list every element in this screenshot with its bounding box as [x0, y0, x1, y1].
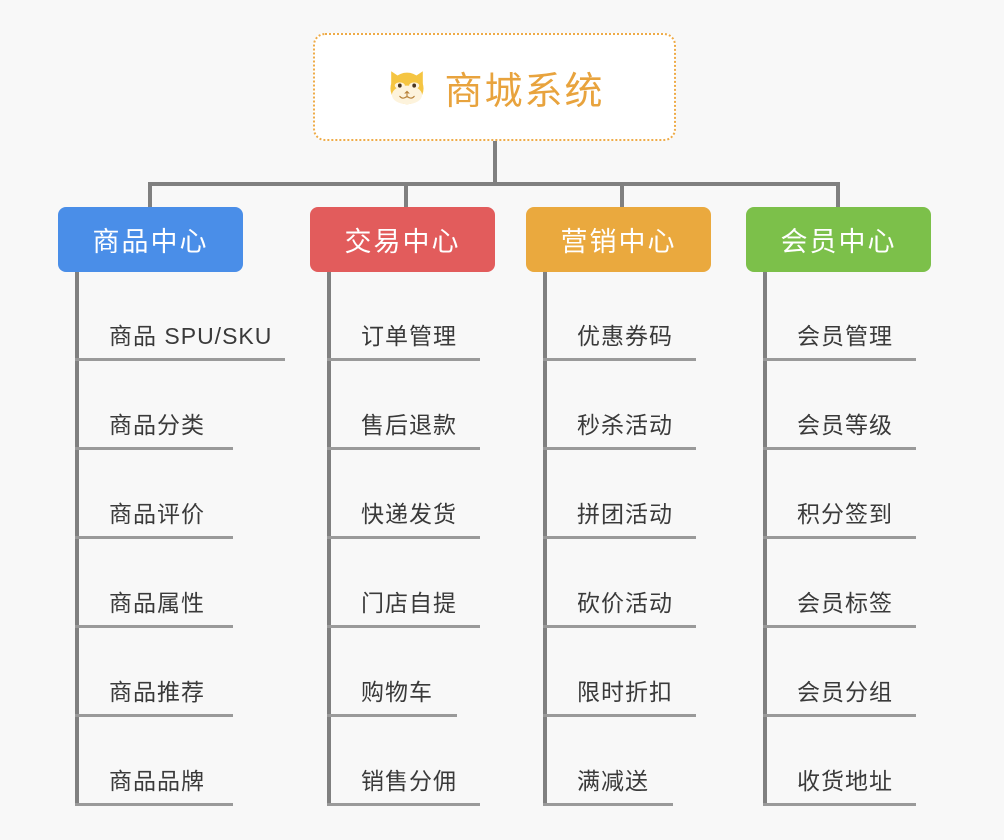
leaf-underline [543, 714, 696, 717]
leaf-underline [75, 536, 233, 539]
leaf-underline [763, 625, 916, 628]
leaf-label: 拼团活动 [577, 501, 673, 527]
branch-column-3: 营销中心 优惠券码 秒杀活动 拼团活动 砍价活动 限时折扣 [526, 207, 711, 806]
branch-trunk-3 [543, 272, 547, 806]
leaf-label: 销售分佣 [361, 768, 457, 794]
branch-column-2: 交易中心 订单管理 售后退款 快递发货 门店自提 购物车 [310, 207, 495, 806]
leaf-underline [75, 447, 233, 450]
leaf-label: 收货地址 [797, 768, 893, 794]
leaf-label: 砍价活动 [577, 590, 673, 616]
leaf-underline [543, 803, 673, 806]
leaf-label: 会员标签 [797, 590, 893, 616]
leaf-underline [75, 358, 285, 361]
leaf-label: 会员等级 [797, 412, 893, 438]
branch-header-1[interactable]: 商品中心 [58, 207, 243, 272]
leaf-label: 满减送 [577, 768, 649, 794]
branch-header-3[interactable]: 营销中心 [526, 207, 711, 272]
leaf-label: 商品 SPU/SKU [109, 323, 273, 349]
branch-header-2[interactable]: 交易中心 [310, 207, 495, 272]
leaf-underline [543, 358, 696, 361]
leaf-label: 会员管理 [797, 323, 893, 349]
leaf-underline [327, 803, 480, 806]
leaf-label: 订单管理 [361, 323, 457, 349]
root-title: 商城系统 [444, 70, 605, 113]
connector-drop-branch-4 [836, 182, 840, 209]
leaf-underline [75, 803, 233, 806]
leaf-label: 积分签到 [797, 501, 893, 527]
branch-header-4[interactable]: 会员中心 [746, 207, 931, 272]
leaf-underline [327, 625, 480, 628]
root-node[interactable]: 商城系统 [313, 33, 676, 141]
branch-header-label-3: 营销中心 [560, 227, 677, 257]
leaf-underline [327, 447, 480, 450]
leaf-label: 售后退款 [361, 412, 457, 438]
branch-header-label-2: 交易中心 [344, 227, 461, 257]
leaf-label: 门店自提 [361, 590, 457, 616]
branch-header-label-4: 会员中心 [780, 227, 897, 257]
leaf-underline [543, 447, 696, 450]
leaf-underline [327, 358, 480, 361]
connector-drop-branch-3 [620, 182, 624, 209]
shiba-dog-face-icon [384, 64, 430, 110]
connector-drop-branch-2 [404, 182, 408, 209]
branch-trunk-4 [763, 272, 767, 806]
leaf-underline [763, 714, 916, 717]
leaf-underline [543, 625, 696, 628]
connector-drop-branch-1 [148, 182, 152, 209]
leaf-underline [763, 447, 916, 450]
leaf-underline [75, 714, 233, 717]
leaf-underline [327, 714, 457, 717]
leaf-underline [763, 803, 916, 806]
branch-column-4: 会员中心 会员管理 会员等级 积分签到 会员标签 会员分组 [746, 207, 931, 806]
branch-column-1: 商品中心 商品 SPU/SKU 商品分类 商品评价 商品属性 商品推荐 [58, 207, 285, 806]
leaf-underline [75, 625, 233, 628]
leaf-label: 商品推荐 [109, 679, 205, 705]
connector-root-stem [493, 141, 497, 184]
leaf-label: 秒杀活动 [577, 412, 673, 438]
connector-horizontal-bar [148, 182, 840, 186]
leaf-underline [763, 358, 916, 361]
leaf-label: 商品评价 [109, 501, 205, 527]
leaf-underline [763, 536, 916, 539]
branch-trunk-1 [75, 272, 79, 806]
leaf-label: 限时折扣 [577, 679, 673, 705]
leaf-label: 会员分组 [797, 679, 893, 705]
branch-trunk-2 [327, 272, 331, 806]
leaf-label: 商品分类 [109, 412, 205, 438]
leaf-label: 快递发货 [361, 501, 457, 527]
leaf-underline [543, 536, 696, 539]
leaf-label: 商品品牌 [109, 768, 205, 794]
leaf-label: 优惠券码 [577, 323, 673, 349]
branch-header-label-1: 商品中心 [92, 227, 209, 257]
leaf-label: 商品属性 [109, 590, 205, 616]
leaf-underline [327, 536, 480, 539]
leaf-label: 购物车 [361, 679, 433, 705]
